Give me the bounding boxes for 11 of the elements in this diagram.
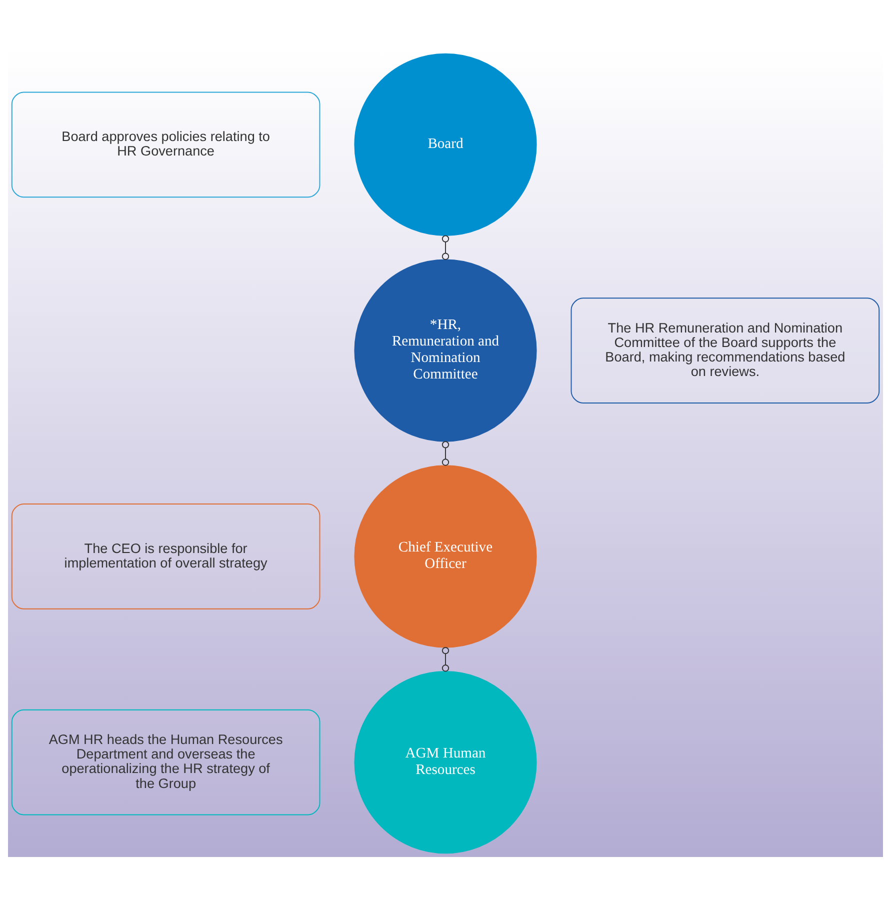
node-box: The CEO is responsible for implementation of overall strategy: [11, 504, 320, 610]
node-box: Board approves policies relating to HR Governance: [11, 92, 320, 198]
node-circle: *HR, Remuneration and Nomination Committee: [354, 259, 537, 442]
connector: [442, 235, 450, 260]
node-circle: Board: [354, 53, 537, 236]
node-box: The HR Remuneration and Nomination Committee of the Board supports the Board, making recommendations based on reviews.: [570, 298, 880, 404]
connector: [442, 646, 450, 672]
node-box: AGM HR heads the Human Resources Department and overseas the operationalizing the HR strategy of the Group: [11, 709, 320, 816]
node-circle: AGM Human Resources: [354, 671, 537, 854]
connector: [442, 441, 450, 466]
node-circle: Chief Executive Officer: [354, 465, 537, 648]
